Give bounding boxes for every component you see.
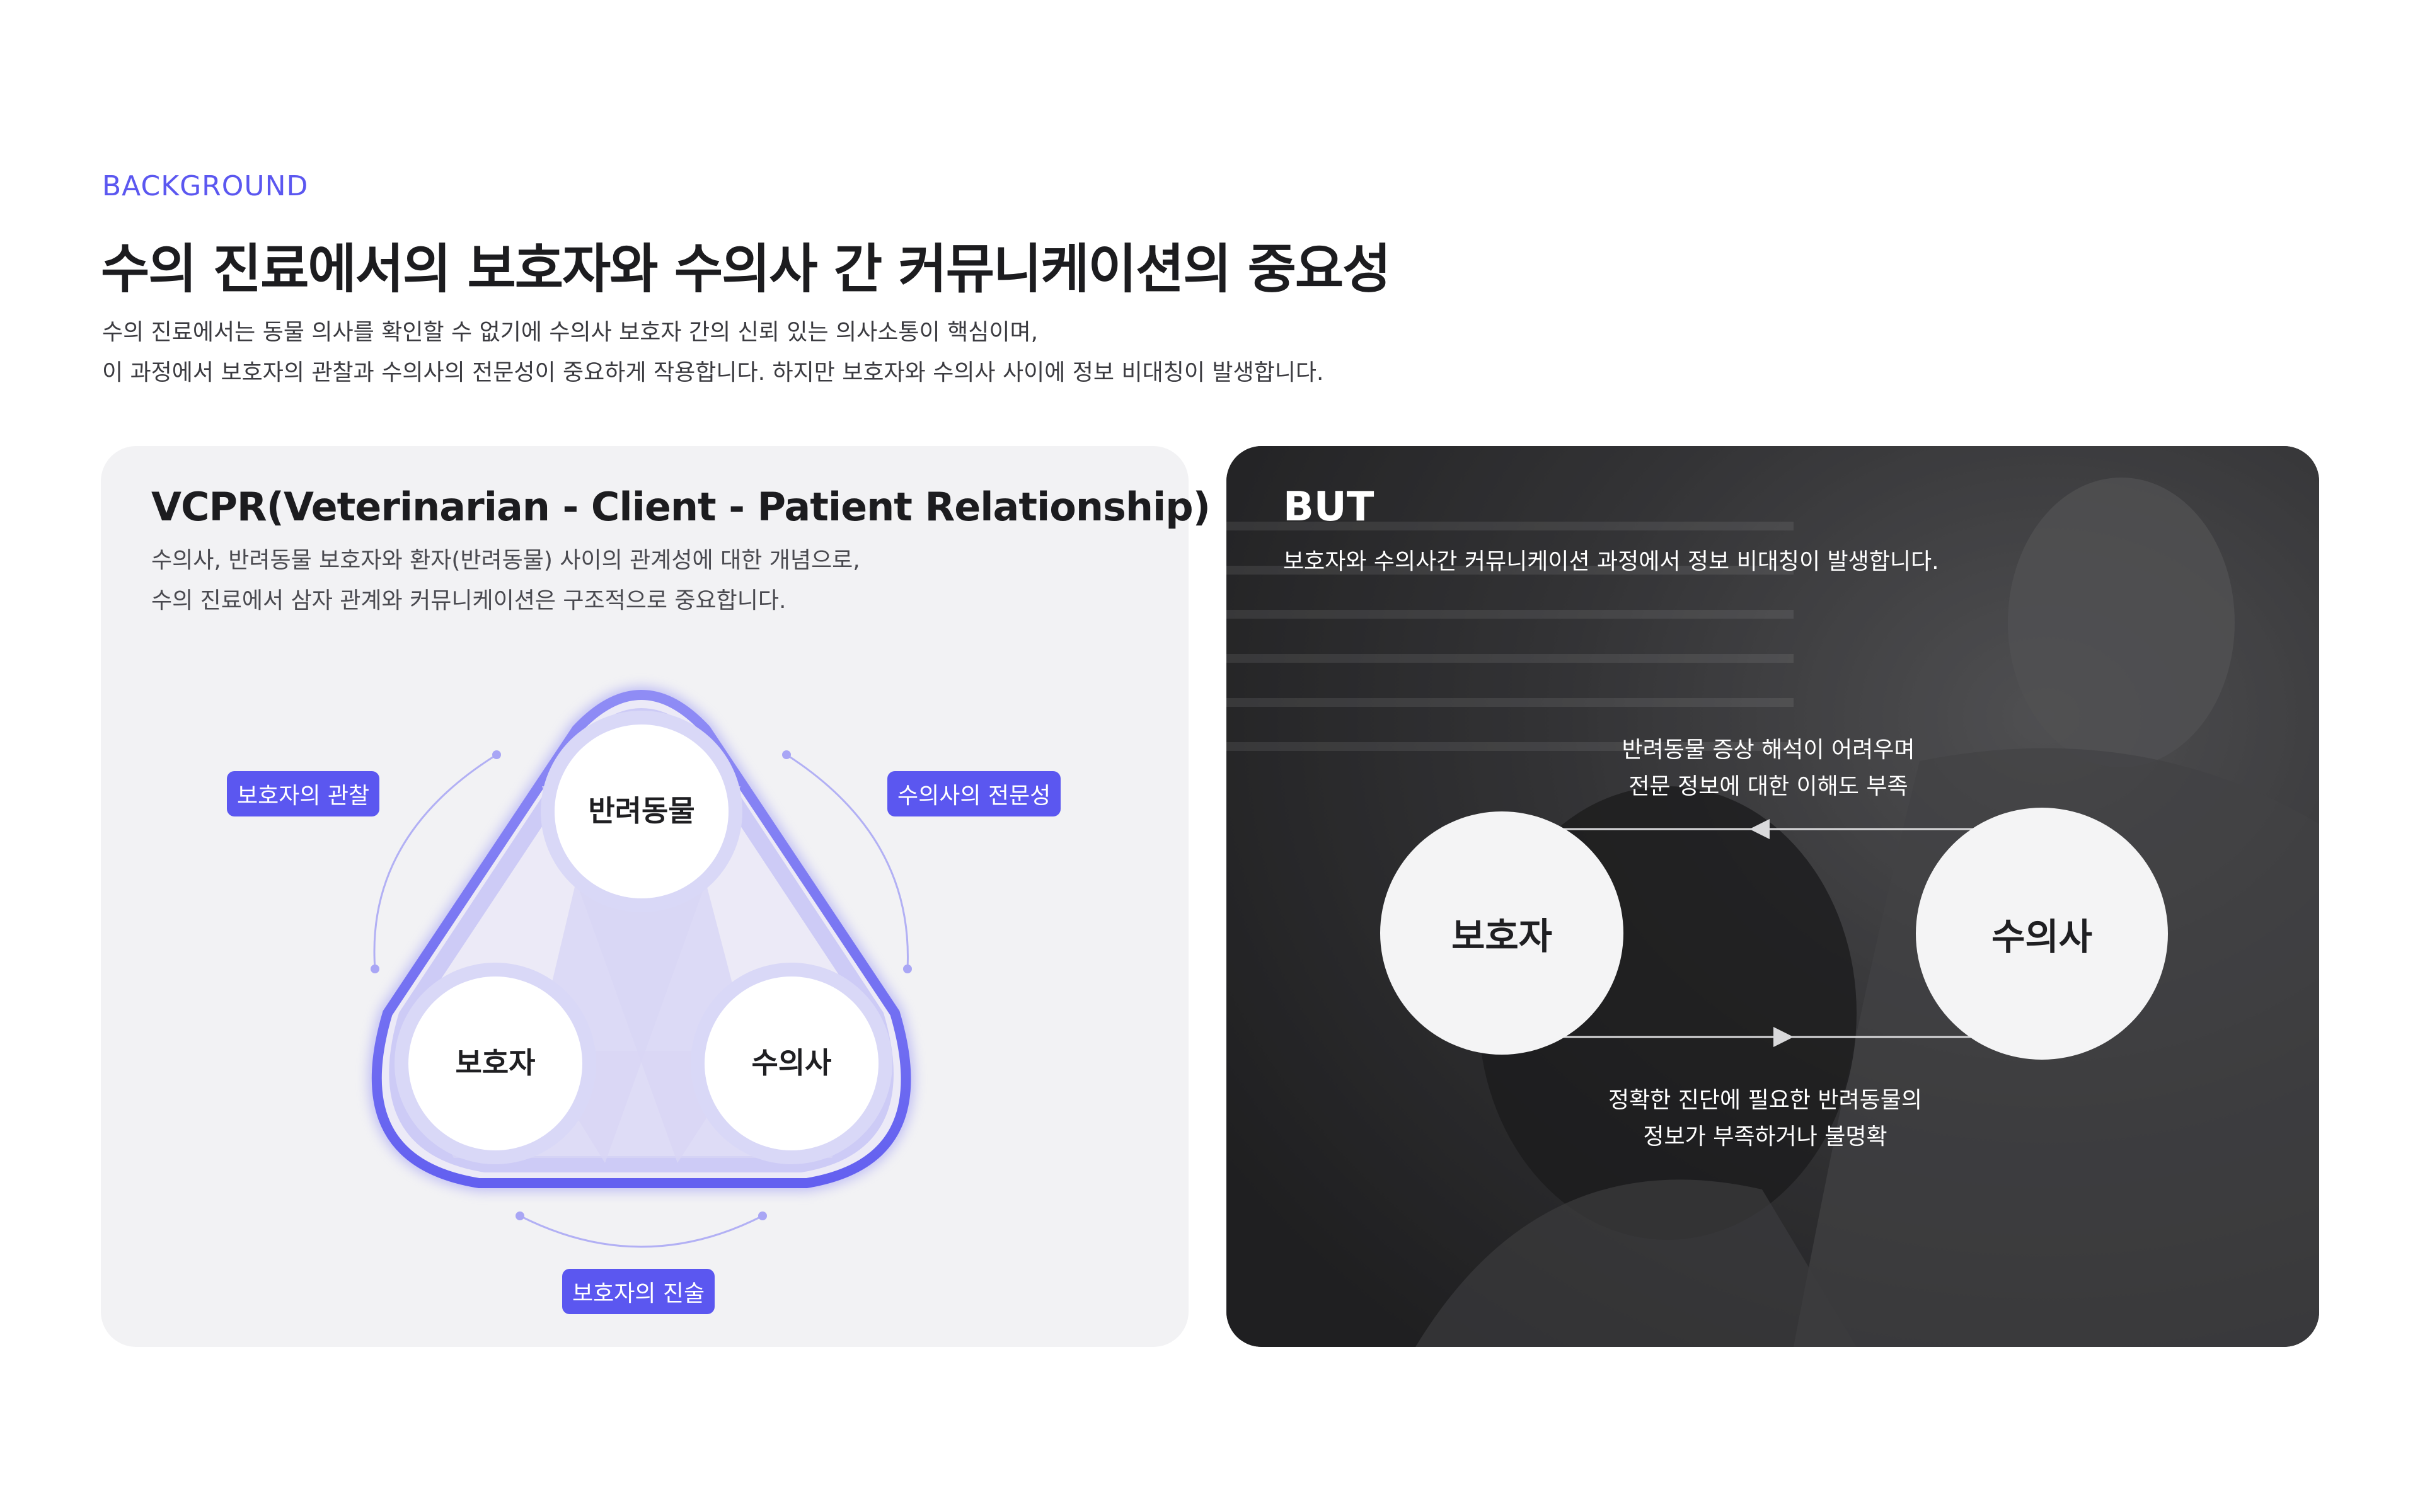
vcpr-triangle-diagram: 반려동물 보호자 수의사 <box>369 687 914 1248</box>
flow-arrows <box>1560 819 1989 1047</box>
tag-vet-expertise: 수의사의 전문성 <box>887 771 1061 816</box>
page-title: 수의 진료에서의 보호자와 수의사 간 커뮤니케이션의 중요성 <box>101 238 1391 300</box>
vcpr-desc-line-2: 수의 진료에서 삼자 관계와 커뮤니케이션은 구조적으로 중요합니다. <box>151 588 786 614</box>
node-vet-label: 수의사 <box>752 1046 832 1080</box>
but-vet-label: 수의사 <box>1991 915 2093 958</box>
vcpr-description: 수의사, 반려동물 보호자와 환자(반려동물) 사이의 관계성에 대한 개념으로… <box>151 541 860 621</box>
top-note-line-1: 반려동물 증상 해석이 어려우며 <box>1622 737 1915 763</box>
bottom-flow-note: 정확한 진단에 필요한 반려동물의 정보가 부족하거나 불명확 <box>1598 1082 1932 1155</box>
intro-text: 수의 진료에서는 동물 의사를 확인할 수 없기에 수의사 보호자 간의 신뢰 … <box>102 312 1323 393</box>
observation-arc <box>371 750 501 973</box>
vcpr-card: VCPR(Veterinarian - Client - Patient Rel… <box>101 446 1211 1347</box>
top-flow-note: 반려동물 증상 해석이 어려우며 전문 정보에 대한 이해도 부족 <box>1617 732 1920 805</box>
vcpr-title: VCPR(Veterinarian - Client - Patient Rel… <box>151 484 1211 530</box>
but-guardian-circle: 보호자 <box>1380 811 1623 1055</box>
tag-guardian-statement: 보호자의 진술 <box>562 1269 715 1314</box>
but-card: BUT 보호자와 수의사간 커뮤니케이션 과정에서 정보 비대칭이 발생합니다.… <box>1226 446 2319 1347</box>
arrow-guardian-to-vet <box>1560 1027 1989 1047</box>
but-vet-circle: 수의사 <box>1916 808 2168 1060</box>
arrow-vet-to-guardian <box>1560 819 1989 839</box>
expertise-arc <box>782 750 912 973</box>
vcpr-desc-line-1: 수의사, 반려동물 보호자와 환자(반려동물) 사이의 관계성에 대한 개념으로… <box>151 547 860 573</box>
node-pet-label: 반려동물 <box>588 794 694 828</box>
section-label: BACKGROUND <box>102 170 309 202</box>
statement-arc <box>516 1211 767 1248</box>
bottom-note-line-1: 정확한 진단에 필요한 반려동물의 <box>1608 1087 1922 1113</box>
but-title: BUT <box>1283 484 1374 530</box>
node-guardian: 보호자 <box>408 976 582 1150</box>
but-guardian-label: 보호자 <box>1451 915 1553 958</box>
bottom-note-line-2: 정보가 부족하거나 불명확 <box>1643 1124 1887 1150</box>
node-pet: 반려동물 <box>555 724 729 898</box>
top-note-line-2: 전문 정보에 대한 이해도 부족 <box>1628 774 1908 799</box>
but-description: 보호자와 수의사간 커뮤니케이션 과정에서 정보 비대칭이 발생합니다. <box>1283 549 1939 575</box>
node-guardian-label: 보호자 <box>456 1046 536 1080</box>
intro-line-2: 이 과정에서 보호자의 관찰과 수의사의 전문성이 중요하게 작용합니다. 하지… <box>102 360 1324 386</box>
node-vet: 수의사 <box>705 976 879 1150</box>
tag-guardian-observation: 보호자의 관찰 <box>227 771 380 816</box>
intro-line-1: 수의 진료에서는 동물 의사를 확인할 수 없기에 수의사 보호자 간의 신뢰 … <box>102 319 1039 345</box>
